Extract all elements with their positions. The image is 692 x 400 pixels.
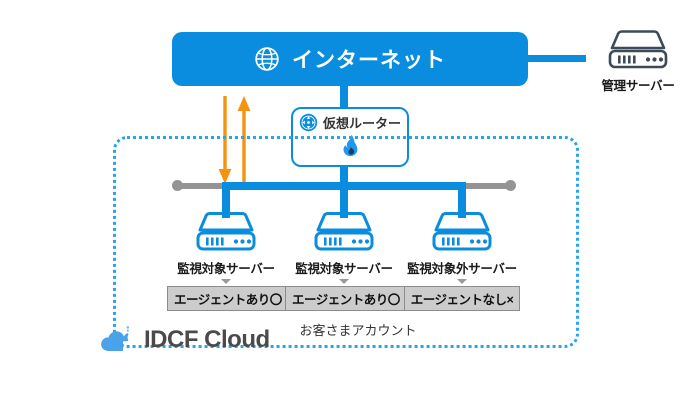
agent-badge-1: エージェントあり〇 [167,286,289,311]
arrow-down-icon [218,96,232,184]
globe-icon [255,47,279,71]
customer-account-label: お客さまアカウント [289,320,427,339]
server-node-1: 監視対象サーバー エージェントあり〇 [167,210,289,311]
server-name-1: 監視対象サーバー [177,262,275,276]
server-icon [196,212,256,251]
virtual-router-label: 仮想ルーター [322,116,401,131]
customer-account-boundary [113,136,579,348]
connector-internet-to-router [340,86,348,108]
management-server-label: 管理サーバー [601,79,675,93]
server-tick-3 [457,279,467,284]
server-name-3: 監視対象外サーバー [407,262,517,276]
internet-label: インターネット [292,49,446,72]
agent-badge-3: エージェントなし× [403,286,521,311]
idcf-cloud-logo: IDCF Cloud [100,325,270,355]
server-icon [608,30,668,69]
server-node-3: 監視対象外サーバー エージェントなし× [403,210,521,311]
cloud-logo-icon [101,326,130,351]
agent-badge-2: エージェントあり〇 [285,286,407,311]
idcf-cloud-wordmark: IDCF Cloud [144,326,270,353]
server-icon [432,212,492,251]
bus-drop-server-3 [458,188,466,218]
bus-drop-router [340,176,348,190]
bus-endpoint-right [505,180,516,191]
bus-endpoint-left [172,180,183,191]
internet-node: インターネット [172,32,528,86]
server-node-2: 監視対象サーバー エージェントあり〇 [285,210,407,311]
router-icon [299,113,318,132]
server-tick-1 [221,279,231,284]
server-icon [314,212,374,251]
connector-internet-to-management [528,55,586,62]
server-name-2: 監視対象サーバー [295,262,393,276]
traffic-arrows [218,96,251,184]
flame-icon [343,134,358,157]
bus-drop-server-2 [340,188,348,218]
virtual-router-header: 仮想ルーター [299,113,401,132]
bus-drop-server-1 [222,188,230,218]
management-server-node: 管理サーバー [586,28,690,94]
arrow-up-icon [237,96,251,184]
server-tick-2 [339,279,349,284]
